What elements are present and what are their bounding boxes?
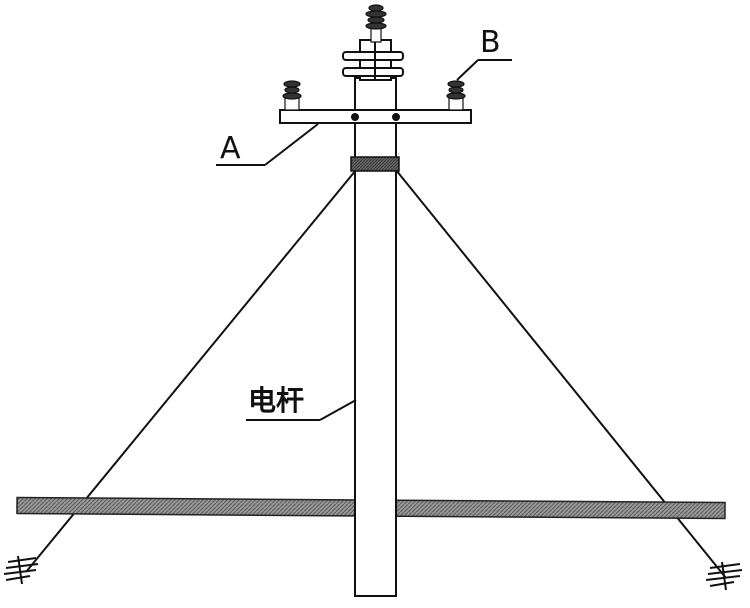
crossarm-bolt-left (351, 113, 359, 121)
crossarm (279, 109, 472, 124)
insulator-top-icon (365, 4, 387, 43)
insulator-right-icon (446, 80, 466, 111)
insulator-left-icon (282, 80, 302, 111)
top-bracket-plate-2 (342, 67, 404, 77)
crossarm-bolt-right (392, 113, 400, 121)
pole (354, 77, 397, 597)
guy-clamp (350, 156, 400, 172)
label-b: B (480, 25, 501, 60)
leader-pole (319, 399, 357, 421)
label-pole: 电杆 (248, 384, 304, 417)
top-bracket-plate-1 (342, 51, 404, 61)
anchor-right-icon (705, 561, 743, 591)
leader-a (264, 123, 319, 166)
anchor-left-icon (3, 555, 39, 585)
label-a: A (220, 131, 241, 166)
leader-b (456, 59, 479, 81)
